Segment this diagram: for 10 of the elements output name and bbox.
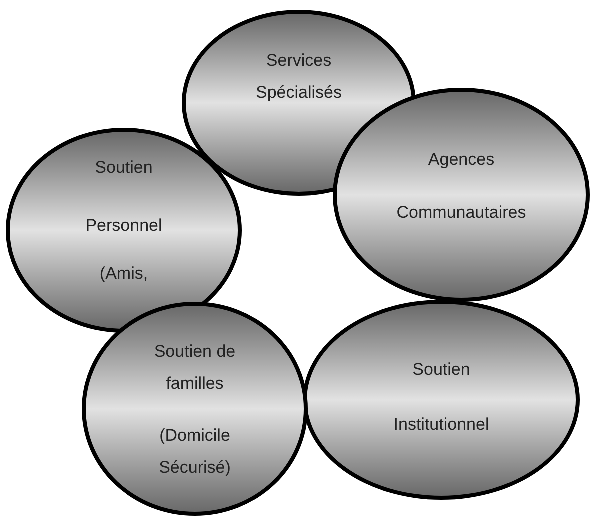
node-label: Institutionnel (392, 414, 490, 436)
node-label: (Domicile Sécurisé) (158, 425, 232, 479)
node-label: Personnel (84, 215, 164, 237)
node-label: Soutien (94, 157, 154, 179)
node-label: Services Spécialisés (255, 50, 343, 104)
node-label: Agences (427, 149, 496, 171)
node-label: Soutien (412, 359, 472, 381)
node-label: (Amis, (98, 263, 150, 285)
node-label: Soutien de familles (153, 341, 237, 395)
node-label: Communautaires (396, 202, 528, 224)
